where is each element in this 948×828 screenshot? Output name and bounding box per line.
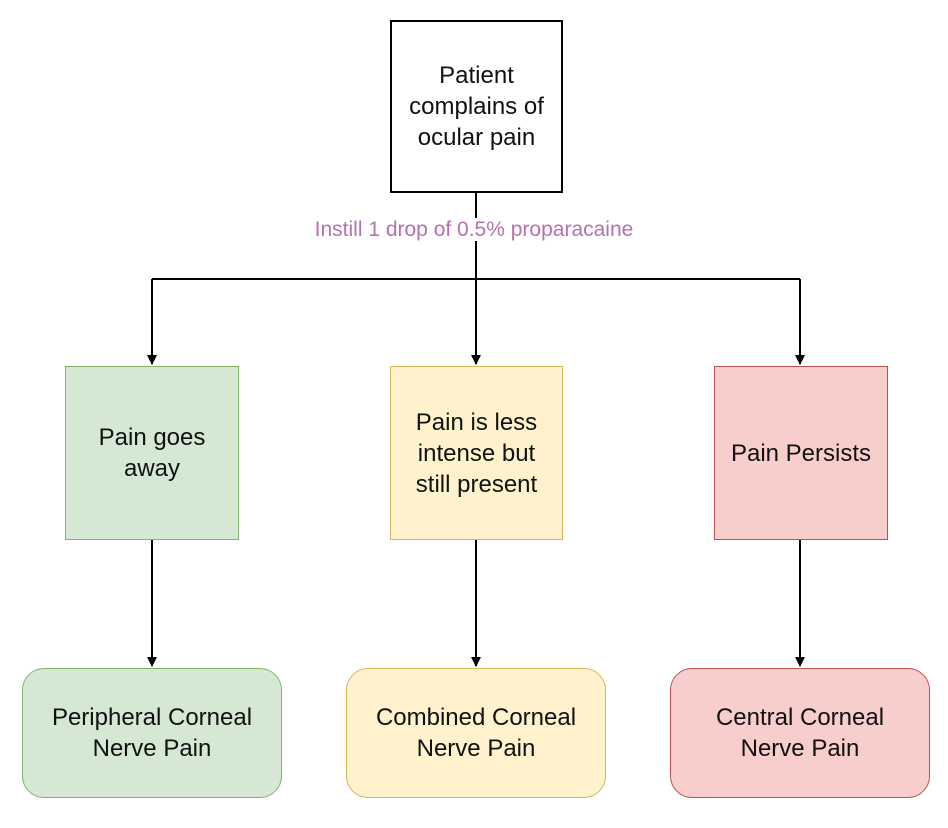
node-patient-complains: Patient complains of ocular pain — [390, 20, 563, 193]
outcome-peripheral-corneal-nerve-pain: Peripheral Corneal Nerve Pain — [22, 668, 282, 798]
edge-label-text: Instill 1 drop of 0.5% proparacaine — [312, 218, 636, 241]
outcome-central-corneal-nerve-pain: Central Corneal Nerve Pain — [670, 668, 930, 798]
node-pain-goes-away-text: Pain goes away — [98, 424, 206, 482]
edge-label-proparacaine: Instill 1 drop of 0.5% proparacaine — [0, 218, 948, 242]
node-pain-persists: Pain Persists — [714, 366, 888, 540]
node-pain-less-intense-text: Pain is less intense but still present — [415, 408, 538, 498]
node-pain-less-intense: Pain is less intense but still present — [390, 366, 563, 540]
outcome-central-text: Central Corneal Nerve Pain — [715, 704, 885, 762]
node-patient-complains-text: Patient complains of ocular pain — [409, 62, 544, 151]
outcome-combined-text: Combined Corneal Nerve Pain — [375, 704, 577, 762]
node-pain-goes-away: Pain goes away — [65, 366, 239, 540]
outcome-peripheral-text: Peripheral Corneal Nerve Pain — [51, 704, 253, 762]
outcome-combined-corneal-nerve-pain: Combined Corneal Nerve Pain — [346, 668, 606, 798]
node-pain-persists-text: Pain Persists — [730, 439, 872, 467]
